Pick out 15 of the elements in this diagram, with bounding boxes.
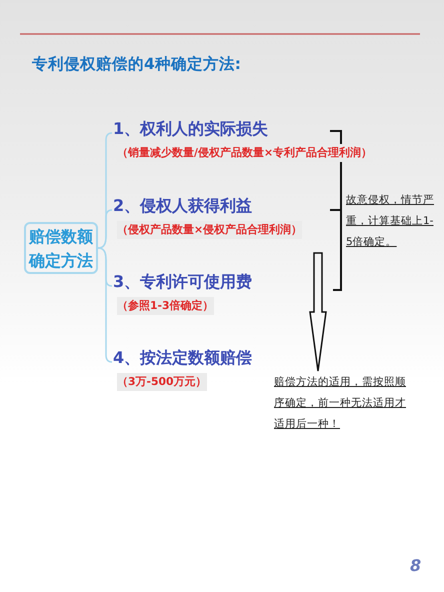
bracket-note: 故意侵权，情节严重，计算基础上1-5倍确定。	[346, 193, 435, 250]
branch-line	[98, 209, 112, 249]
note-text: 赔偿方法的适用，需按照顺序确定，前一种无法适用才适用后一种！	[274, 375, 407, 432]
method-heading: 4、按法定数额赔偿	[113, 347, 254, 369]
method-heading: 1、权利人的实际损失	[113, 118, 270, 140]
arrow	[309, 252, 327, 372]
formula-note: （参照1-3倍确定）	[117, 297, 214, 315]
formula-note: （侵权产品数量×侵权产品合理利润）	[117, 221, 302, 239]
method-heading: 2、侵权人获得利益	[113, 195, 254, 217]
branch-line	[98, 247, 112, 363]
method-heading: 3、专利许可使用费	[113, 271, 254, 293]
title: 专利侵权赔偿的4种确定方法:	[32, 54, 241, 75]
topic-box: 赔偿数额确定方法	[24, 222, 98, 274]
formula-note: （3万-500万元）	[117, 373, 207, 391]
page-number: 8	[410, 556, 422, 575]
